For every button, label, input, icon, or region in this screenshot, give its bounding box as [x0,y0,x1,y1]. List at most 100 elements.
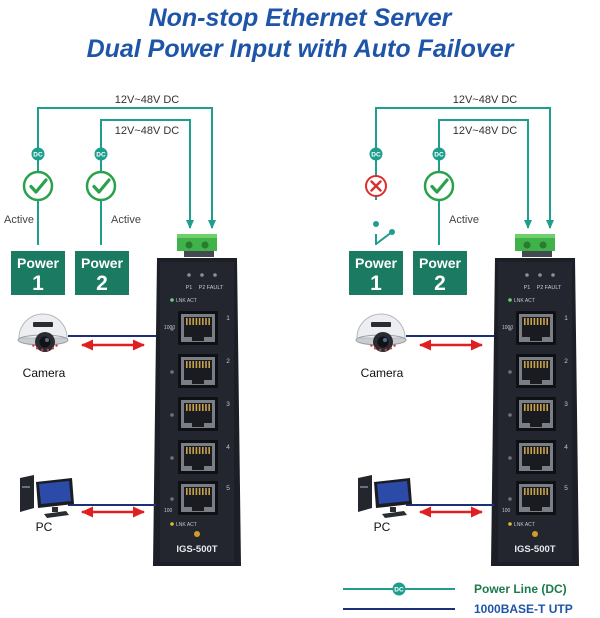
ground-screw [532,531,538,537]
camera-icon [355,313,407,352]
voltage-label-2: 12V~48V DC [115,125,180,137]
led-fault-dot [551,273,555,277]
power-number: 1 [32,272,44,295]
check-circle-icon [423,170,455,202]
rj45-port: 2 [508,354,568,388]
label-100: 100 [164,508,173,514]
power-label: Power [17,255,60,271]
port-number: 4 [226,444,230,451]
rj45-port: 5 [170,481,230,515]
pc-label: PC [374,520,391,534]
label-100: 100 [502,508,511,514]
label-1000: 1000 [164,325,175,331]
dc-badge [392,582,406,596]
led-p2-label: P2 [199,285,206,291]
pc-label: PC [36,520,53,534]
dc-badge-label: DC [33,152,43,159]
port-number: 1 [564,315,568,322]
rj45-port: 4 [170,440,230,474]
switch-contact-dot [373,221,379,227]
led-p1-label: P1 [524,285,531,291]
power-number: 2 [96,272,108,295]
camera-label: Camera [23,366,66,380]
dc-badge [432,147,446,161]
port-number: 3 [226,401,230,408]
terminal-block [177,234,217,257]
terminal-block [515,234,555,257]
port-number: 4 [564,444,568,451]
rj45-port: 1 [508,311,568,345]
rj45-port: 2 [170,354,230,388]
legend-utp-label: 1000BASE-T UTP [474,602,573,616]
dc-badge-label: DC [371,152,381,159]
link-act-label: LNK ACT [176,298,197,304]
ground-screw [194,531,200,537]
check-circle-icon [22,170,54,202]
port-number: 1 [226,315,230,322]
led-p2-dot [200,273,204,277]
power-label: Power [355,255,398,271]
rj45-port: 3 [170,397,230,431]
camera-label: Camera [361,366,404,380]
legend: DC Power Line (DC) 1000BASE-T UTP [343,582,573,616]
rj45-port: 3 [508,397,568,431]
pc-icon [358,475,412,518]
status-label: Active [111,214,141,226]
led-p2-dot [538,273,542,277]
rj45-port: 1 [170,311,230,345]
dc-badge-label: DC [96,152,106,159]
power-number: 1 [370,272,382,295]
model-name: IGS-500T [514,544,555,555]
port-number: 2 [226,358,230,365]
dc-badge [31,147,45,161]
power-label: Power [81,255,124,271]
diagram-panel: 12V~48V DC 12V~48V DC DC DC Active ActivePowe… [4,94,241,566]
voltage-label-1: 12V~48V DC [453,94,518,106]
link-led-dot [170,298,174,302]
led-fault-label: FAULT [545,285,562,291]
status-label: Active [449,214,479,226]
voltage-label-1: 12V~48V DC [115,94,180,106]
dc-badge-label: DC [434,152,444,159]
rj45-port: 4 [508,440,568,474]
act-led-dot [170,522,174,526]
rj45-port: 5 [508,481,568,515]
title-line-2: Dual Power Input with Auto Failover [86,35,514,63]
led-p1-dot [525,273,529,277]
link-act-label: LNK ACT [514,298,535,304]
led-fault-dot [213,273,217,277]
x-circle-icon [365,175,387,197]
led-fault-label: FAULT [207,285,224,291]
power-number: 2 [434,272,446,295]
title-line-1: Non-stop Ethernet Server [148,4,452,32]
dc-badge [369,147,383,161]
dc-badge-label: DC [394,587,404,594]
led-p1-dot [187,273,191,277]
voltage-label-2: 12V~48V DC [453,125,518,137]
status-label: Active [4,214,34,226]
led-p1-label: P1 [186,285,193,291]
port-number: 5 [564,485,568,492]
label-1000: 1000 [502,325,513,331]
link-act-label-bottom: LNK ACT [176,522,197,528]
led-p2-label: P2 [537,285,544,291]
port-number: 5 [226,485,230,492]
link-act-label-bottom: LNK ACT [514,522,535,528]
open-switch-lever [375,231,393,245]
legend-power-label: Power Line (DC) [474,582,567,596]
check-circle-icon [85,170,117,202]
camera-icon [17,313,69,352]
act-led-dot [508,522,512,526]
dc-badge [94,147,108,161]
power-label: Power [419,255,462,271]
model-name: IGS-500T [176,544,217,555]
pc-icon [20,475,74,518]
